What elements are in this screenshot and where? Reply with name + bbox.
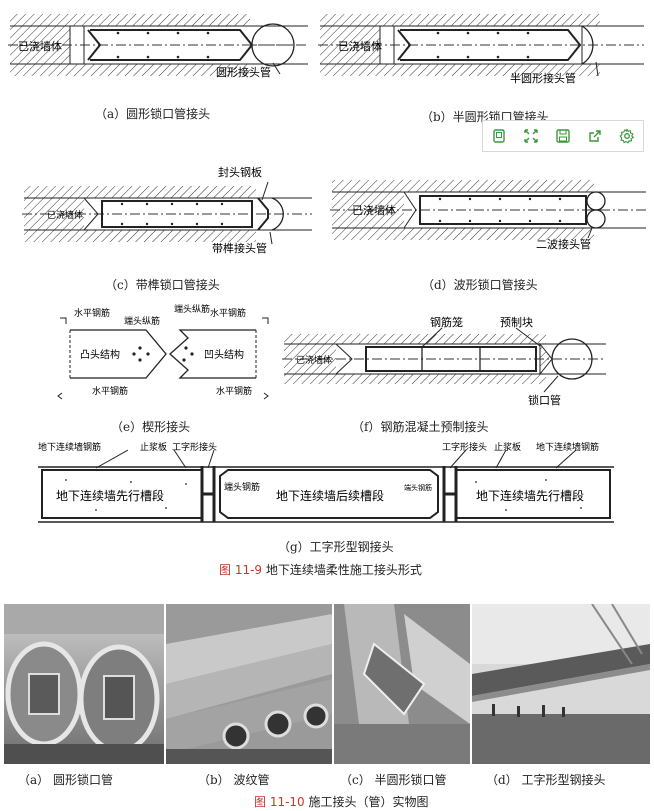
photo-b [166, 604, 332, 764]
pipe-label-b: 半圆形接头管 [510, 71, 576, 85]
photo-caption-a: （a） 圆形锁口管 [18, 773, 113, 787]
i-joint-label-2: 工字形接头 [442, 441, 487, 453]
pipe-label-c: 带榫接头管 [212, 241, 267, 255]
caption-d: （d）波形锁口管接头 [422, 278, 538, 292]
end-rebar-label-g1: 端头钢筋 [224, 481, 260, 493]
follow-slot-label: 地下连续墙后续槽段 [276, 488, 384, 503]
cage-label: 钢筋笼 [430, 315, 463, 329]
block-label: 预制块 [500, 316, 533, 329]
lock-pipe-label: 锁口管 [528, 393, 561, 407]
figure-11-10-title: 施工接头（管）实物图 [308, 795, 429, 809]
photo-c [334, 604, 470, 764]
h-rebar-label-4: 水平钢筋 [216, 385, 252, 397]
caption-f: （f）钢筋混凝土预制接头 [352, 420, 489, 434]
rebar-label-g2: 地下连续墙钢筋 [536, 441, 599, 453]
lead-slot-label-2: 地下连续墙先行槽段 [476, 488, 584, 503]
concave-label: 凹头结构 [204, 348, 244, 361]
save-icon[interactable] [552, 125, 574, 147]
photo-caption-d: （d） 工字形型钢接头 [486, 773, 606, 787]
figure-11-9-number: 图 11-9 [219, 563, 263, 577]
wall-label-c: 已浇墙体 [47, 209, 83, 221]
rebar-label-g1: 地下连续墙钢筋 [38, 441, 101, 453]
stop-plate-label-2: 止浆板 [494, 441, 521, 453]
caption-a: （a）圆形锁口管接头 [95, 107, 211, 121]
expand-icon[interactable] [520, 125, 542, 147]
share-icon[interactable] [584, 125, 606, 147]
end-rebar-label-g2: 端头钢筋 [404, 483, 432, 492]
floating-toolbar [482, 120, 644, 152]
end-rebar-label-e: 端头纵筋 [124, 315, 160, 327]
diagram-g: 地下连续墙钢筋 止浆板 工字形接头 工字形接头 止浆板 地下连续墙钢筋 端头钢筋… [38, 441, 614, 523]
wall-label-d: 已浇墙体 [352, 203, 396, 217]
diagram-d: 已浇墙体 二波接头管 [330, 180, 646, 251]
h-rebar-label-3: 水平钢筋 [92, 385, 128, 397]
diagram-a: 已浇墙体 圆形接头管 [8, 14, 308, 79]
pipe-label-a: 圆形接头管 [216, 65, 271, 79]
figure-11-10-number: 图 11-10 [254, 795, 305, 809]
caption-e: （e）楔形接头 [111, 420, 191, 434]
convex-label: 凸头结构 [80, 348, 120, 361]
lead-slot-label-1: 地下连续墙先行槽段 [56, 488, 164, 503]
wall-label-b: 已浇墙体 [338, 39, 382, 53]
caption-g: （g）工字形型钢接头 [278, 540, 394, 554]
caption-c: （c）带榫锁口管接头 [105, 278, 220, 292]
diagram-c: 已浇墙体 封头钢板 带榫接头管 [22, 165, 312, 255]
plate-label-c: 封头钢板 [218, 165, 262, 179]
frame-icon[interactable] [488, 125, 510, 147]
photo-a [4, 604, 164, 764]
figure-11-9-caption: 图 11-9 地下连续墙柔性施工接头形式 [219, 561, 422, 578]
photo-d [472, 604, 650, 764]
stop-plate-label-1: 止浆板 [140, 441, 167, 453]
photo-caption-c: （c） 半圆形锁口管 [340, 773, 447, 787]
wall-label-f: 已浇墙体 [296, 354, 332, 366]
wall-label-a: 已浇墙体 [18, 39, 62, 53]
figure-11-10-caption: 图 11-10 施工接头（管）实物图 [254, 793, 429, 810]
pipe-label-d: 二波接头管 [536, 237, 591, 251]
figure-11-9-title: 地下连续墙柔性施工接头形式 [265, 563, 422, 577]
gear-icon[interactable] [616, 125, 638, 147]
h-rebar-label-2: 水平钢筋 [210, 307, 246, 319]
end-rebar-label-e2: 端头纵筋 [174, 303, 210, 315]
diagram-f: 已浇墙体 钢筋笼 预制块 锁口管 [282, 315, 606, 407]
i-joint-label-1: 工字形接头 [172, 441, 217, 453]
diagram-e: 水平钢筋 端头纵筋 端头纵筋 水平钢筋 凸头结构 凹头结构 水平钢筋 水平钢筋 [57, 303, 269, 400]
photo-caption-b: （b） 波纹管 [198, 773, 270, 787]
h-rebar-label-1: 水平钢筋 [74, 307, 110, 319]
diagram-b: 已浇墙体 半圆形接头管 [318, 14, 644, 85]
